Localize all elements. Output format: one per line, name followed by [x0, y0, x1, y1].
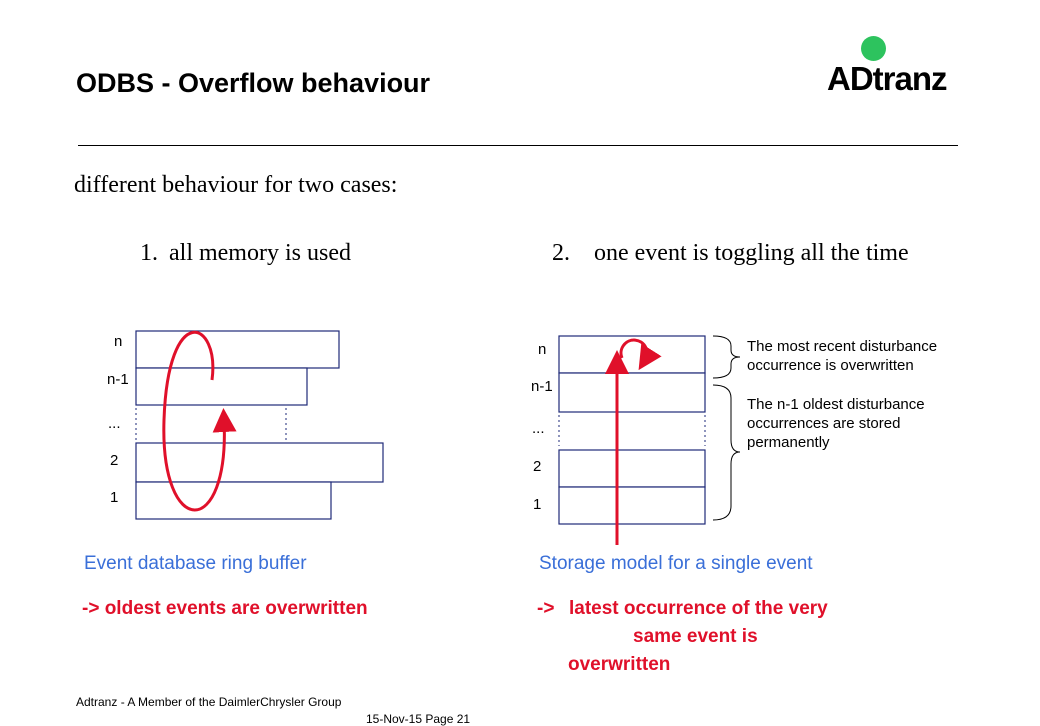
slot-label-dots: ...	[108, 415, 121, 432]
case-2-text: one event is toggling all the time	[594, 240, 909, 266]
single-event-result-arrow: ->	[537, 598, 555, 619]
buffer-slot-1	[135, 481, 332, 520]
note-bottom-line-2: occurrences are stored	[747, 415, 900, 432]
buffer-slot-n-1	[135, 367, 308, 406]
single-event-result-line-1: latest occurrence of the very	[569, 598, 828, 619]
ring-buffer-caption: Event database ring buffer	[84, 553, 307, 574]
storage-slot-2	[558, 449, 706, 488]
slot-label-1: 1	[533, 496, 541, 513]
slot-label-n-1: n-1	[531, 378, 553, 395]
logo-dot-icon	[861, 36, 886, 61]
footer-company: Adtranz - A Member of the DaimlerChrysle…	[76, 695, 342, 709]
footer-date-page: 15-Nov-15 Page 21	[366, 712, 471, 726]
ring-arrow	[162, 331, 237, 512]
slot-label-1: 1	[110, 489, 118, 506]
case-1-text: all memory is used	[169, 240, 351, 266]
storage-slot-n-1	[558, 372, 706, 413]
page-title: ODBS - Overflow behaviour	[76, 68, 431, 98]
note-top-line-2: occurrence is overwritten	[747, 357, 914, 374]
case-2-number: 2.	[552, 240, 570, 266]
slot-label-n-1: n-1	[107, 371, 129, 388]
title-divider	[78, 145, 958, 146]
single-event-result-line-3: overwritten	[568, 654, 671, 675]
ring-buffer-diagram: n n-1 ... 2 1	[107, 330, 384, 520]
slot-label-dots: ...	[532, 420, 545, 437]
slot-label-n: n	[114, 333, 122, 350]
case-1-number: 1.	[140, 240, 158, 266]
slot-label-2: 2	[110, 452, 118, 469]
buffer-slot-2	[135, 442, 384, 483]
note-bottom-line-1: The n-1 oldest disturbance	[747, 396, 925, 413]
note-bottom-line-3: permanently	[747, 434, 830, 451]
overwrite-loop-arrow	[619, 338, 662, 371]
single-event-diagram: n n-1 ... 2 1 The most recent disturbanc…	[531, 335, 937, 545]
brace-top	[712, 335, 741, 379]
single-event-caption: Storage model for a single event	[539, 553, 813, 574]
brace-bottom	[712, 384, 741, 521]
intro-text: different behaviour for two cases:	[74, 172, 398, 198]
slot-label-2: 2	[533, 458, 541, 475]
note-top-line-1: The most recent disturbance	[747, 338, 937, 355]
company-logo: ADtranz	[827, 60, 948, 97]
storage-slot-1	[558, 486, 706, 525]
buffer-slot-n	[135, 330, 340, 369]
slot-label-n: n	[538, 341, 546, 358]
single-event-result-line-2: same event is	[633, 626, 758, 647]
ring-buffer-result: -> oldest events are overwritten	[82, 598, 368, 619]
